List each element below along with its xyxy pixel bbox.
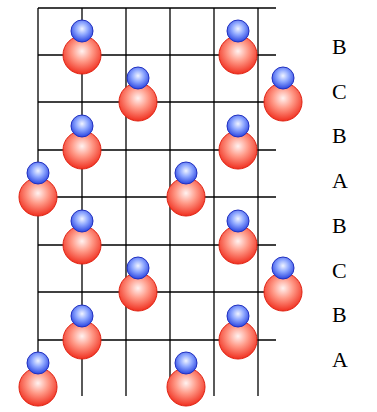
- layer-letter: B: [332, 35, 347, 59]
- layer-letter: C: [332, 80, 347, 104]
- grid-lines: [38, 8, 276, 396]
- layer-letter: B: [332, 303, 347, 327]
- layer-letter: A: [332, 169, 348, 193]
- layer-letter: A: [332, 348, 348, 372]
- layer-letter: B: [332, 124, 347, 148]
- layer-letter: B: [332, 214, 347, 238]
- layer-letter: C: [332, 259, 347, 283]
- atom-pairs: [19, 20, 302, 406]
